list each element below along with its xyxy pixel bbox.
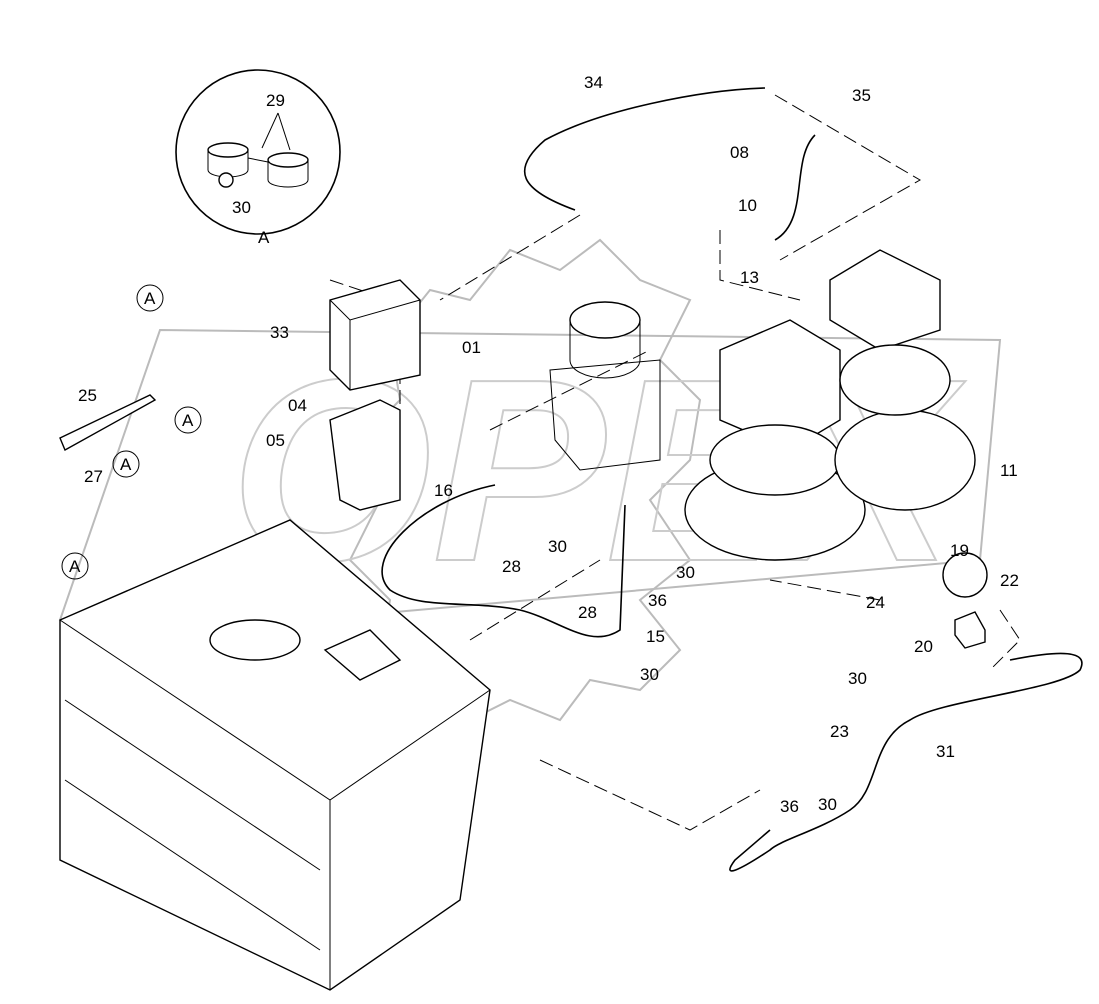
valve-block-33 [329, 279, 421, 391]
hose-34 [523, 87, 766, 211]
callout: 36 [780, 797, 799, 816]
swing-motor-right [829, 249, 976, 511]
callout: A [144, 289, 156, 308]
callout: A [182, 411, 194, 430]
hose-23 [729, 652, 1083, 872]
callout: 01 [462, 338, 481, 357]
callout: 22 [1000, 571, 1019, 590]
callout: 15 [646, 627, 665, 646]
callout: A [69, 557, 81, 576]
callout: 35 [852, 86, 871, 105]
bracket-04 [329, 399, 401, 511]
callout-labels: 29 30 A 34 35 08 10 13 A 33 01 25 04 05 … [61, 73, 1019, 816]
callout: 13 [740, 268, 759, 287]
callout: 16 [434, 481, 453, 500]
callout: 30 [848, 669, 867, 688]
callout: 30 [676, 563, 695, 582]
callout: 30 [548, 537, 567, 556]
block-20 [954, 611, 986, 649]
callout: 30 [818, 795, 837, 814]
callout: 27 [84, 467, 103, 486]
callout: 36 [648, 591, 667, 610]
callout: 10 [738, 196, 757, 215]
detail-view-a [175, 69, 341, 235]
callout: 23 [830, 722, 849, 741]
callout: 11 [1000, 461, 1018, 480]
callout: 04 [288, 396, 307, 415]
callout: 34 [584, 73, 603, 92]
callout: 19 [950, 541, 969, 560]
callout: 08 [730, 143, 749, 162]
callout: 28 [578, 603, 597, 622]
callout: 29 [266, 91, 285, 110]
callout: 20 [914, 637, 933, 656]
callout: 28 [502, 557, 521, 576]
callout: 31 [936, 742, 955, 761]
callout: 25 [78, 386, 97, 405]
callout: 30 [640, 665, 659, 684]
callout: A [120, 455, 132, 474]
callout: 24 [866, 593, 885, 612]
swivel-joint [549, 301, 661, 471]
hose-08 [774, 134, 816, 241]
bar-25 [59, 394, 157, 451]
swing-motor-left [684, 319, 866, 561]
hydraulic-tank [59, 519, 491, 991]
callout: 33 [270, 323, 289, 342]
callout: A [258, 228, 270, 247]
hose-15 [381, 484, 626, 638]
callout: 30 [232, 198, 251, 217]
accumulator-19 [942, 552, 988, 598]
callout: 05 [266, 431, 285, 450]
